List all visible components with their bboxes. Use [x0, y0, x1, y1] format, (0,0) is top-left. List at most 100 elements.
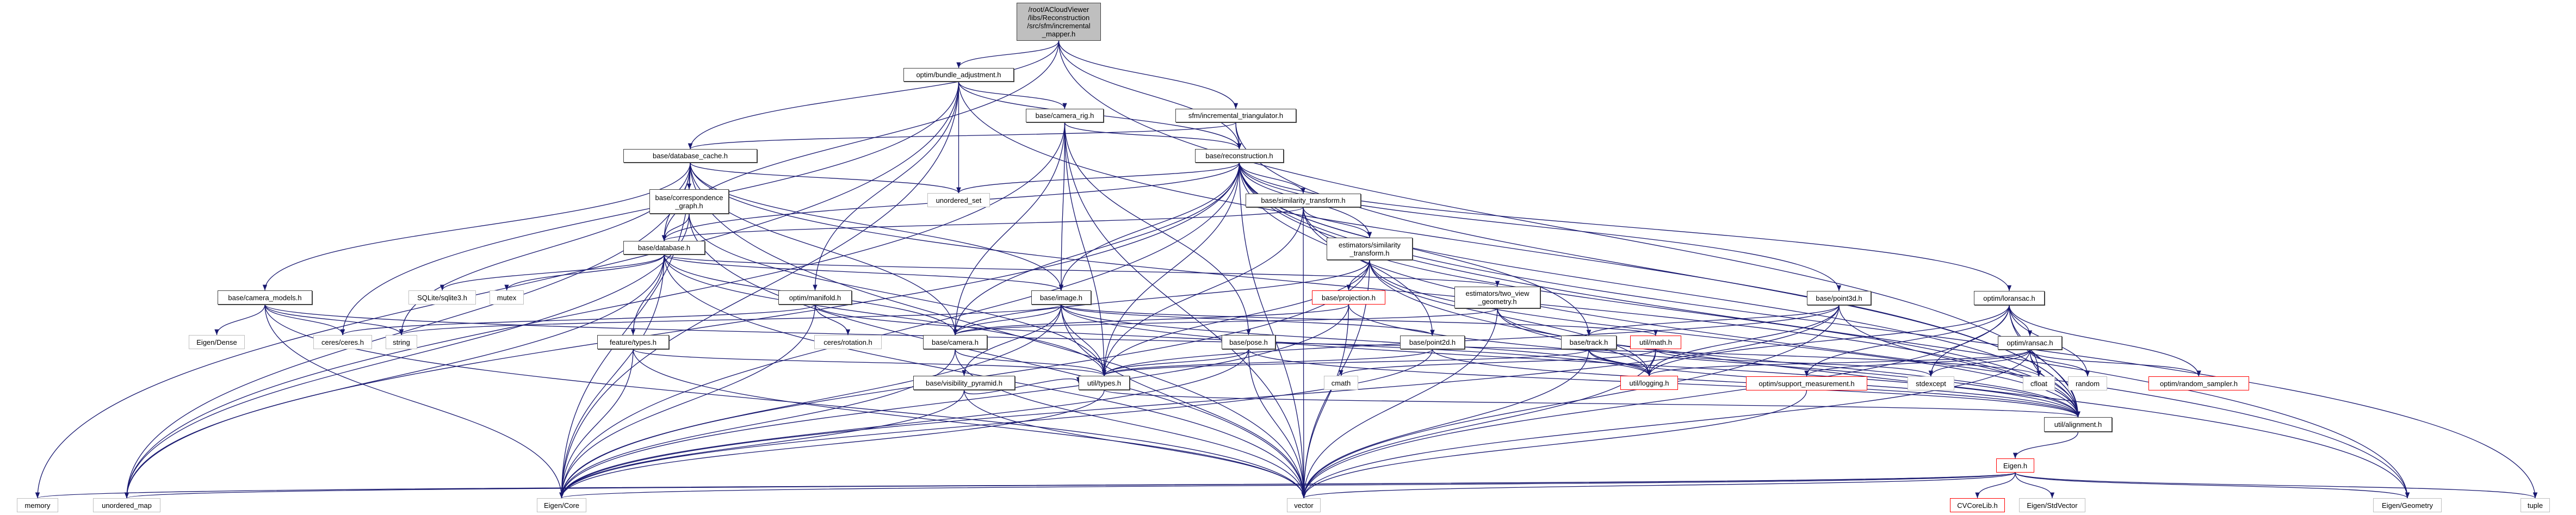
- edge-rec-to-image: [1058, 162, 1240, 291]
- edge-sim-to-egeom: [1303, 207, 2410, 499]
- edge-db-to-mutex: [504, 254, 665, 291]
- edge-corr-to-umap: [124, 213, 690, 499]
- node-ceres[interactable]: ceres/ceres.h: [313, 335, 372, 349]
- node-esim[interactable]: estimators/similarity _transform.h: [1327, 238, 1413, 260]
- edge-p3d-to-ecore: [559, 305, 1840, 499]
- node-p3d[interactable]: base/point3d.h: [1807, 291, 1871, 305]
- edge-manifold-to-ceres: [340, 304, 816, 336]
- edge-p2d-to-ecore: [559, 349, 1433, 499]
- node-logging[interactable]: util/logging.h: [1620, 376, 1678, 390]
- edge-eigenh-to-tuple: [2015, 472, 2537, 499]
- edge-loransac-to-ransac: [2009, 305, 2033, 337]
- edge-rig-to-vector: [1064, 122, 1306, 499]
- edge-vis-to-ecore: [559, 389, 965, 499]
- edge-p2d-to-types: [1102, 349, 1433, 376]
- edge-mapper-to-rec: [1058, 40, 1242, 150]
- node-rsampler[interactable]: optim/random_sampler.h: [2148, 376, 2249, 390]
- edge-rig-to-types: [1064, 122, 1107, 376]
- node-sim[interactable]: base/similarity_transform.h: [1246, 194, 1361, 207]
- node-cfloat[interactable]: cfloat: [2023, 376, 2055, 390]
- node-stdexcept[interactable]: stdexcept: [1908, 376, 1954, 390]
- node-p2d[interactable]: base/point2d.h: [1400, 336, 1465, 349]
- node-track[interactable]: base/track.h: [1561, 336, 1617, 349]
- node-align[interactable]: util/alignment.h: [2044, 417, 2112, 432]
- edge-loransac-to-align: [2009, 305, 2080, 418]
- edge-manifold-to-ecore: [559, 304, 816, 499]
- node-loransac[interactable]: optim/loransac.h: [1974, 291, 2045, 305]
- edge-proj-to-camera: [953, 304, 1349, 336]
- node-math[interactable]: util/math.h: [1630, 336, 1681, 349]
- edge-pose-to-vector: [1248, 349, 1306, 499]
- edge-sim-to-types: [1101, 207, 1304, 376]
- edge-rec-to-loransac: [1239, 162, 2012, 291]
- node-ftypes[interactable]: feature/types.h: [597, 335, 669, 349]
- node-dbc[interactable]: base/database_cache.h: [623, 149, 757, 163]
- edge-eigenh-to-memory: [36, 472, 2016, 499]
- edge-dbc-to-umap: [124, 162, 691, 499]
- node-memory[interactable]: memory: [17, 498, 58, 512]
- node-uset[interactable]: unordered_set: [927, 193, 990, 207]
- node-types[interactable]: util/types.h: [1079, 376, 1130, 390]
- node-tuple[interactable]: tuple: [2521, 498, 2550, 512]
- edge-align-to-eigenh: [2013, 431, 2079, 459]
- node-eigenh[interactable]: Eigen.h: [1996, 458, 2034, 473]
- edge-ransac-to-support: [1804, 349, 2030, 377]
- node-corr[interactable]: base/correspondence _graph.h: [649, 189, 729, 214]
- node-ba[interactable]: optim/bundle_adjustment.h: [903, 68, 1014, 82]
- edge-image-to-p2d: [1061, 304, 1435, 336]
- edge-ba-to-rig: [958, 81, 1067, 109]
- edge-ba-to-memory: [35, 81, 959, 499]
- edge-types-to-align: [1104, 389, 2080, 418]
- node-vis[interactable]: base/visibility_pyramid.h: [913, 376, 1015, 390]
- node-twoview[interactable]: estimators/two_view _geometry.h: [1454, 287, 1540, 308]
- node-cmath[interactable]: cmath: [1324, 376, 1358, 390]
- node-ecore[interactable]: Eigen/Core: [537, 498, 586, 512]
- edge-p3d-to-types: [1102, 305, 1840, 376]
- edge-ransac-to-rsampler: [2029, 349, 2201, 377]
- node-mapper[interactable]: /root/ACloudViewer /libs/Reconstruction …: [1017, 3, 1101, 41]
- edge-track-to-vector: [1301, 349, 1589, 499]
- node-db[interactable]: base/database.h: [623, 241, 705, 255]
- edge-dbc-to-cammodels: [262, 162, 691, 291]
- edge-rig-to-camera: [952, 122, 1066, 336]
- edge-esim-to-egeom: [1369, 259, 2410, 499]
- edge-rec-to-camera: [952, 162, 1240, 336]
- node-proj[interactable]: base/projection.h: [1312, 290, 1385, 305]
- edge-rig-to-image: [1058, 122, 1066, 291]
- node-edense[interactable]: Eigen/Dense: [189, 335, 245, 349]
- node-random[interactable]: random: [2068, 376, 2107, 390]
- node-manifold[interactable]: optim/manifold.h: [778, 290, 852, 305]
- node-rig[interactable]: base/camera_rig.h: [1026, 109, 1104, 122]
- edge-mapper-to-ba: [956, 40, 1060, 69]
- node-umap[interactable]: unordered_map: [93, 498, 160, 512]
- node-ransac[interactable]: optim/ransac.h: [1998, 336, 2062, 350]
- edge-image-to-align: [1061, 304, 2080, 418]
- node-cammodels[interactable]: base/camera_models.h: [218, 290, 312, 305]
- edge-dbc-to-align: [690, 162, 2080, 418]
- edge-tri-to-align: [1235, 122, 2080, 418]
- edge-cammodels-to-ecore: [264, 304, 564, 499]
- node-support[interactable]: optim/support_measurement.h: [1746, 376, 1867, 390]
- node-vector[interactable]: vector: [1287, 498, 1321, 512]
- node-pose[interactable]: base/pose.h: [1222, 335, 1275, 349]
- edge-image-to-vis: [962, 304, 1062, 376]
- node-mutex[interactable]: mutex: [490, 290, 524, 305]
- node-crot[interactable]: ceres/rotation.h: [814, 335, 882, 349]
- edge-db-to-sqlite: [439, 254, 665, 291]
- edge-ftypes-to-vector: [633, 349, 1306, 499]
- node-tri[interactable]: sfm/incremental_triangulator.h: [1175, 109, 1296, 122]
- edge-rec-to-ecore: [559, 162, 1240, 499]
- node-camera[interactable]: base/camera.h: [923, 335, 987, 349]
- node-image[interactable]: base/image.h: [1031, 290, 1091, 305]
- edge-cammodels-to-string: [264, 304, 404, 336]
- node-cvcore[interactable]: CVCoreLib.h: [1950, 498, 2005, 512]
- node-rec[interactable]: base/reconstruction.h: [1195, 149, 1284, 163]
- node-string[interactable]: string: [386, 335, 417, 349]
- edge-rec-to-align: [1239, 162, 2080, 418]
- edge-ransac-to-vector: [1301, 349, 2030, 499]
- node-estdvec[interactable]: Eigen/StdVector: [2019, 498, 2085, 512]
- node-egeom[interactable]: Eigen/Geometry: [2373, 498, 2442, 512]
- edge-db-to-twoview: [664, 254, 1500, 287]
- node-sqlite[interactable]: SQLite/sqlite3.h: [408, 290, 476, 305]
